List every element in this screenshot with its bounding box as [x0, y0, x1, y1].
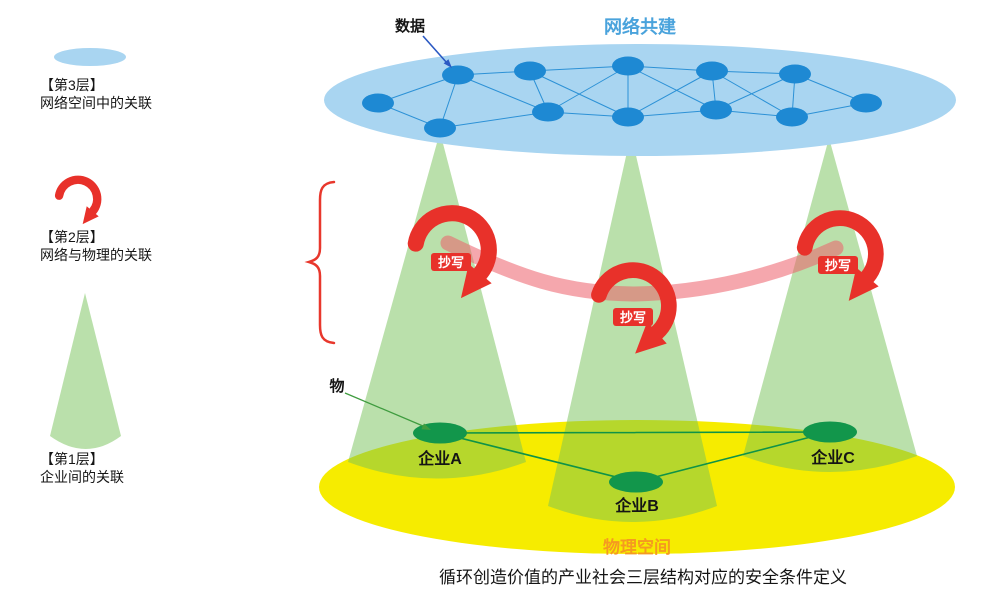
- network-node: [850, 93, 882, 113]
- network-node: [514, 61, 546, 81]
- legend-layer3-desc: 网络空间中的关联: [40, 95, 152, 111]
- cone-company-c: [743, 138, 917, 472]
- cyber-space-title: 网络共建: [604, 16, 676, 37]
- copy-label-a-text: 抄写: [438, 255, 464, 270]
- object-arrow-head: [421, 423, 431, 430]
- physical-space-title: 物理空间: [603, 537, 671, 557]
- network-edges: [377, 65, 867, 129]
- network-node: [696, 61, 728, 81]
- network-node: [612, 107, 644, 127]
- object-annotation: 物: [329, 377, 431, 430]
- cone-company-b: [548, 134, 717, 522]
- legend-layer1-desc: 企业间的关联: [40, 469, 124, 485]
- copy-label-c: 抄写: [818, 256, 858, 274]
- company-node-b: [609, 471, 663, 493]
- copy-label-b-bg: [613, 308, 653, 326]
- legend-layer2-title: 【第2层】: [40, 229, 104, 245]
- cone-company-a: [348, 132, 526, 479]
- legend-layer2-desc: 网络与物理的关联: [40, 247, 152, 263]
- copy-label-b-text: 抄写: [620, 310, 646, 325]
- network-node: [424, 118, 456, 138]
- network-node: [532, 102, 564, 122]
- copy-label-c-text: 抄写: [825, 258, 851, 273]
- data-arrow-head: [443, 59, 452, 68]
- network-node: [779, 64, 811, 84]
- company-a-label: 企业A: [417, 449, 462, 468]
- company-b-label: 企业B: [614, 496, 659, 515]
- legend-layer3-icon: [54, 48, 126, 66]
- copy-label-c-bg: [818, 256, 858, 274]
- object-label: 物: [329, 377, 344, 395]
- network-nodes: [362, 56, 882, 138]
- diagram-caption: 循环创造价值的产业社会三层结构对应的安全条件定义: [439, 568, 847, 587]
- data-label: 数据: [395, 17, 425, 35]
- network-node: [776, 107, 808, 127]
- company-node-c: [803, 421, 857, 443]
- network-node: [700, 100, 732, 120]
- object-arrow-line: [344, 392, 424, 427]
- legend-layer3-title: 【第3层】: [40, 77, 104, 93]
- company-links: [439, 431, 831, 483]
- network-node: [442, 65, 474, 85]
- legend-layer2-icon: [56, 174, 105, 228]
- network-node: [362, 93, 394, 113]
- legend-layer1-icon: [50, 293, 121, 449]
- network-node: [612, 56, 644, 76]
- company-c-label: 企业C: [810, 448, 855, 467]
- legend-layer1-title: 【第1层】: [40, 451, 104, 467]
- data-arrow-line: [422, 35, 448, 64]
- copy-label-b: 抄写: [613, 308, 653, 326]
- copy-label-a-bg: [431, 253, 471, 271]
- data-annotation: 数据: [395, 17, 452, 68]
- copy-label-a: 抄写: [431, 253, 471, 271]
- sync-ribbon: [440, 235, 844, 302]
- middle-layer-brace: [304, 180, 336, 345]
